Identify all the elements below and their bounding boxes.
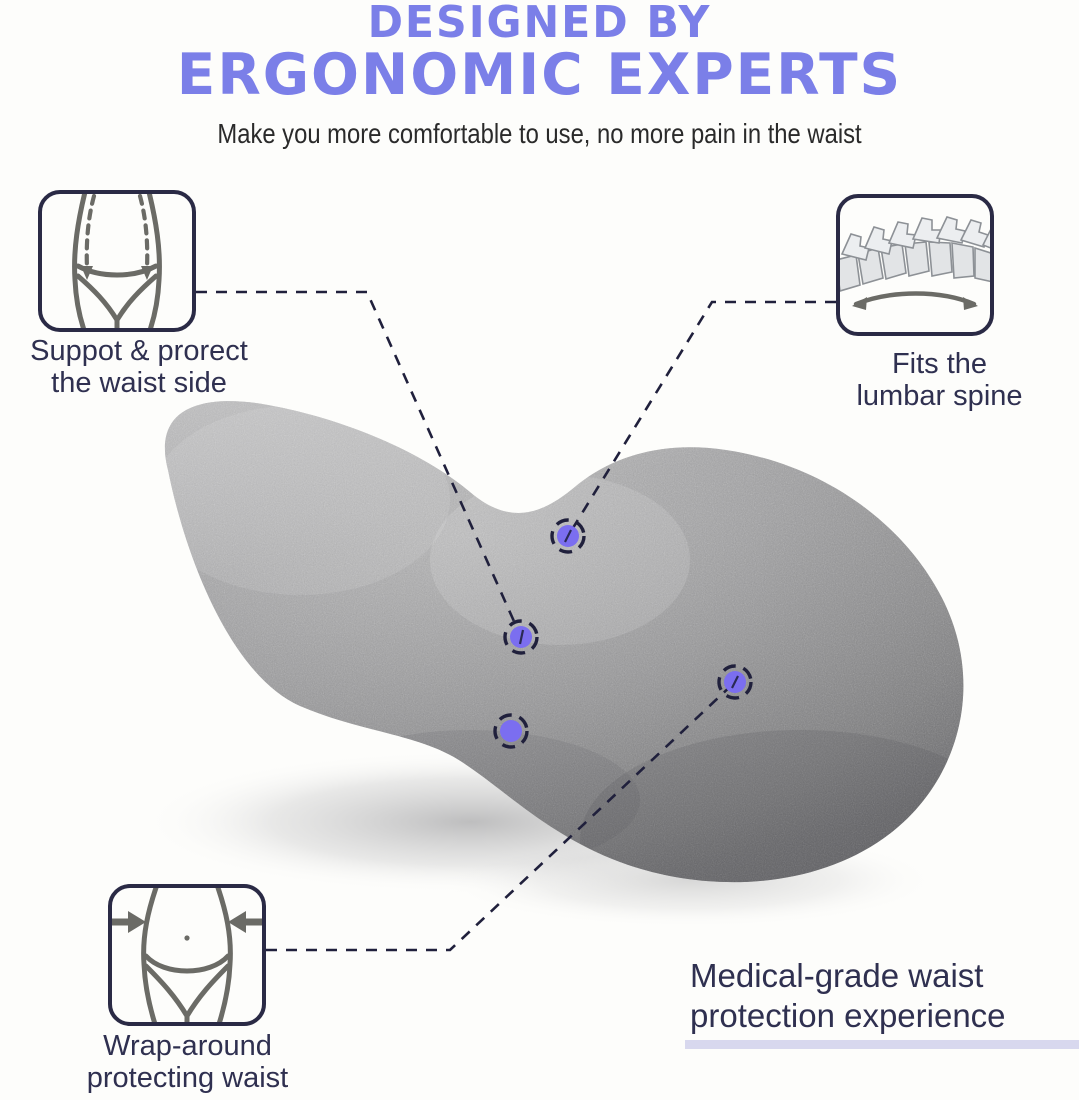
connector-line-wrap-around-waist [266, 681, 736, 952]
headline-line-2: ERGONOMIC EXPERTS [176, 42, 903, 108]
tagline-text: Medical-grade waist protection experienc… [690, 957, 1006, 1035]
cushion-body [164, 401, 964, 883]
callout-label-support-waist-side: Suppot & prorect the waist side [30, 335, 248, 400]
product-shadow [140, 750, 800, 894]
marker-right [717, 664, 753, 700]
callout-label-fits-lumbar-spine: Fits the lumbar spine [856, 348, 1023, 413]
subtitle: Make you more comfortable to use, no mor… [217, 118, 862, 149]
callout-box-support-waist-side[interactable] [38, 190, 196, 332]
torso-side-down-arrows-icon [72, 194, 162, 328]
connector-line-fits-lumbar-spine [566, 300, 836, 537]
product-shadow-secondary [440, 832, 940, 928]
marker-upper-center [550, 518, 586, 554]
tagline-underline [685, 1040, 1079, 1049]
torso-front-inward-arrows-icon [112, 888, 262, 1022]
marker-lower-left [493, 713, 529, 749]
lumbar-spine-curve-arrow-icon [840, 216, 990, 310]
marker-mid-left [503, 619, 539, 655]
headline-line-1: DESIGNED BY [367, 0, 712, 48]
callout-box-fits-lumbar-spine[interactable] [836, 194, 994, 336]
callout-label-wrap-around-waist: Wrap-around protecting waist [86, 1030, 289, 1095]
callout-box-wrap-around-waist[interactable] [108, 884, 266, 1026]
product-markers [493, 518, 753, 749]
